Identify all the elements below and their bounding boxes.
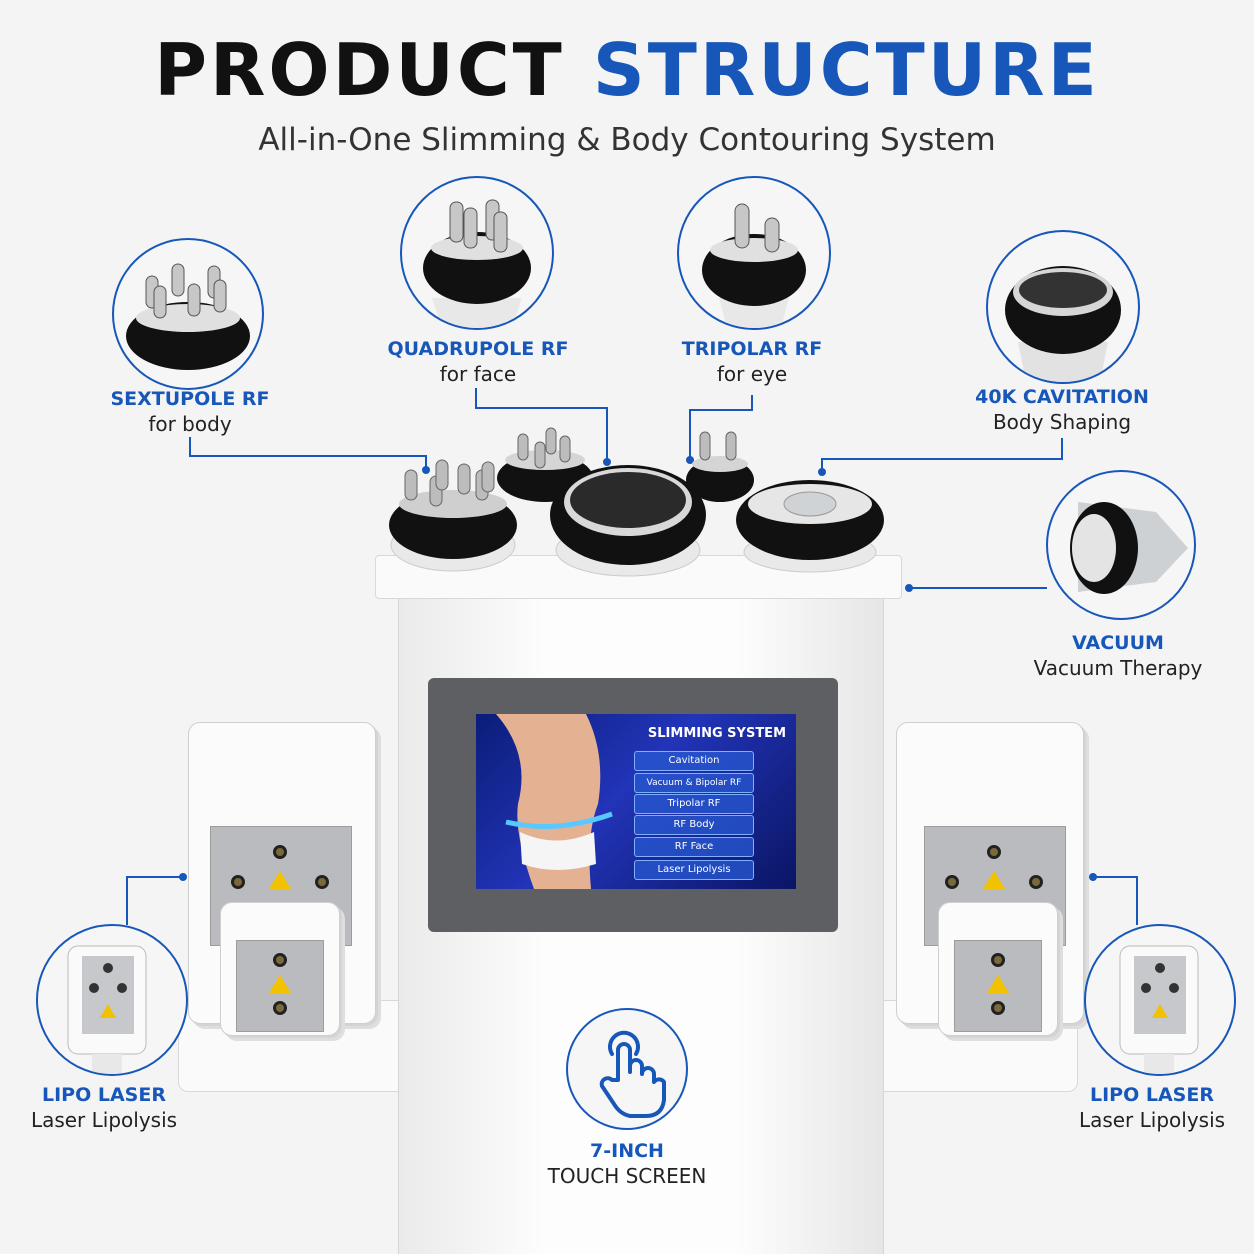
quadrupole-rf-head-icon (400, 176, 554, 330)
callout-desc: for body (148, 412, 232, 436)
handpieces-on-tray (389, 427, 884, 577)
callout-lipo-laser-right: LIPO LASER Laser Lipolysis (1062, 1084, 1242, 1132)
menu-item-rf-body[interactable]: RF Body (634, 815, 754, 835)
cavitation-handpiece (550, 465, 706, 577)
callout-desc: for face (439, 362, 517, 386)
callout-name: TRIPOLAR RF (681, 338, 823, 360)
vacuum-handpiece (736, 480, 884, 573)
callout-desc: TOUCH SCREEN (547, 1164, 707, 1188)
vacuum-head-icon (1046, 470, 1196, 620)
callout-tripolar-rf: TRIPOLAR RF for eye (652, 338, 852, 386)
lipo-pad-left-small (236, 940, 324, 1032)
callout-sextupole-rf: SEXTUPOLE RF for body (90, 388, 290, 436)
page-title: PRODUCT STRUCTURE (0, 28, 1254, 112)
callout-touch-screen: 7-INCH TOUCH SCREEN (527, 1140, 727, 1188)
callout-quadrupole-rf: QUADRUPOLE RF for face (378, 338, 578, 386)
callout-desc: Body Shaping (992, 410, 1132, 434)
tripolar-rf-handpiece (686, 431, 754, 502)
menu-item-vacuum-bipolar-rf[interactable]: Vacuum & Bipolar RF (634, 773, 754, 793)
callout-name: 7-INCH (590, 1140, 664, 1162)
callout-name: LIPO LASER (1090, 1084, 1214, 1106)
menu-item-laser-lipolysis[interactable]: Laser Lipolysis (634, 860, 754, 880)
menu-item-cavitation[interactable]: Cavitation (634, 751, 754, 771)
callout-desc: Vacuum Therapy (1033, 656, 1203, 680)
touch-screen-display[interactable]: SLIMMING SYSTEM Cavitation Vacuum & Bipo… (476, 714, 796, 889)
callout-name: VACUUM (1072, 632, 1164, 654)
lipo-pad-right-small (954, 940, 1042, 1032)
lipo-laser-pad-left-icon (36, 924, 188, 1076)
sextupole-rf-handpiece (389, 459, 517, 572)
menu-item-rf-face[interactable]: RF Face (634, 837, 754, 857)
cavitation-head-icon (986, 230, 1140, 384)
page-subtitle: All-in-One Slimming & Body Contouring Sy… (258, 122, 996, 158)
title-part-1: PRODUCT (154, 28, 565, 112)
callout-desc: Laser Lipolysis (30, 1108, 178, 1132)
callout-desc: Laser Lipolysis (1078, 1108, 1226, 1132)
callout-name: 40K CAVITATION (975, 386, 1149, 408)
callout-40k-cavitation: 40K CAVITATION Body Shaping (952, 386, 1172, 434)
callout-desc: for eye (716, 362, 788, 386)
tripolar-rf-head-icon (677, 176, 831, 330)
touch-hand-icon (566, 1008, 688, 1130)
sextupole-rf-head-icon (112, 238, 264, 390)
lipo-laser-pad-right-icon (1084, 924, 1236, 1076)
callout-name: LIPO LASER (42, 1084, 166, 1106)
title-part-2: STRUCTURE (592, 28, 1100, 112)
body-illustration (496, 714, 613, 889)
callout-vacuum: VACUUM Vacuum Therapy (1018, 632, 1218, 680)
callout-name: QUADRUPOLE RF (387, 338, 569, 360)
screen-menu-title: SLIMMING SYSTEM (647, 726, 786, 741)
callout-name: SEXTUPOLE RF (110, 388, 270, 410)
menu-item-tripolar-rf[interactable]: Tripolar RF (634, 794, 754, 814)
callout-lipo-laser-left: LIPO LASER Laser Lipolysis (14, 1084, 194, 1132)
